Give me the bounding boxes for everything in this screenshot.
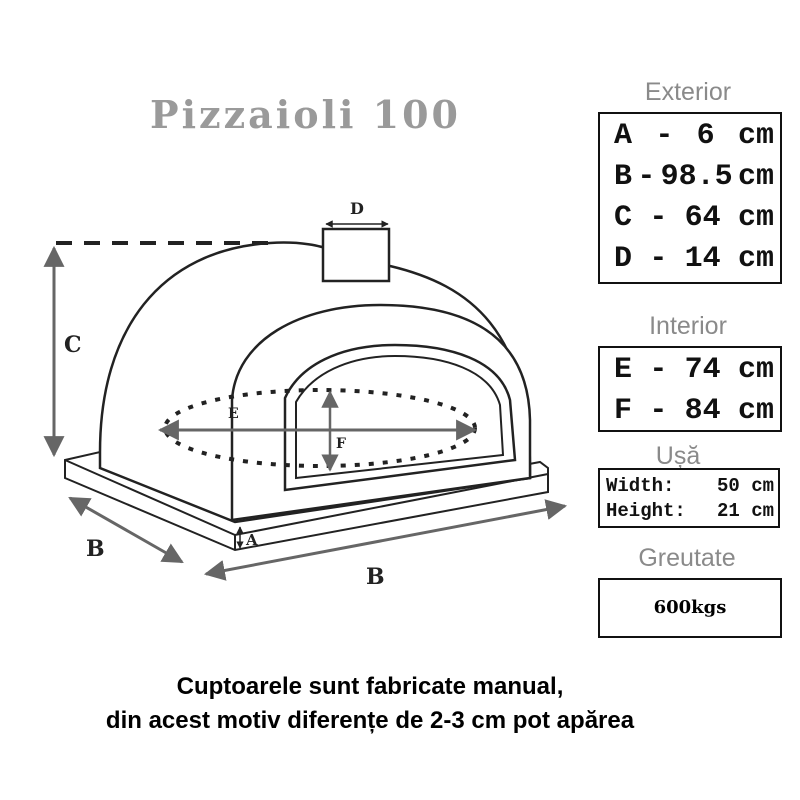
interior-heading: Interior <box>649 312 727 340</box>
weight-value: 600kgs <box>598 578 782 638</box>
door-table: Width: 50 cm Height: 21 cm <box>598 468 780 528</box>
dim-sep: - <box>649 394 668 428</box>
dimension-d-label: D <box>350 199 364 218</box>
dim-key: F <box>614 394 633 428</box>
dim-sep: - <box>655 119 674 153</box>
dim-sep: - <box>649 201 668 235</box>
dim-value: 98.5 <box>660 160 733 194</box>
interior-row-f: F - 84 cm <box>600 391 780 432</box>
dim-sep: - <box>649 242 668 276</box>
door-value: 50 cm <box>716 475 774 497</box>
dim-key: C <box>614 201 633 235</box>
oven-title: Pizzaioli 100 <box>150 92 461 137</box>
dim-key: A <box>614 119 633 153</box>
dimension-f-label: F <box>336 436 346 452</box>
dim-value: 6 <box>696 119 715 153</box>
exterior-row-d: D - 14 cm <box>600 239 780 280</box>
exterior-row-b: B - 98.5 cm <box>600 157 780 198</box>
dimension-b-depth-arrow <box>68 496 184 564</box>
door-row-height: Height: 21 cm <box>600 499 778 524</box>
dimension-a-label: A <box>245 531 258 549</box>
dimension-b-width-label: B <box>366 564 385 590</box>
exterior-row-c: C - 64 cm <box>600 198 780 239</box>
dimension-b-width-arrow <box>203 499 568 581</box>
dim-unit: cm <box>737 353 774 387</box>
dim-key: B <box>614 160 633 194</box>
dim-key: E <box>614 353 633 387</box>
dim-unit: cm <box>737 119 774 153</box>
dimension-b-depth-label: B <box>86 536 105 562</box>
dim-unit: cm <box>737 201 774 235</box>
weight-heading: Greutate <box>638 544 736 572</box>
dim-value: 74 <box>684 353 721 387</box>
dim-value: 14 <box>684 242 721 276</box>
dim-value: 64 <box>684 201 721 235</box>
door-key: Height: <box>606 500 686 522</box>
dim-unit: cm <box>737 394 774 428</box>
door-value: 21 cm <box>716 500 774 522</box>
exterior-row-a: A - 6 cm <box>600 116 780 157</box>
interior-row-e: E - 74 cm <box>600 350 780 391</box>
dim-sep: - <box>649 353 668 387</box>
dim-key: D <box>614 242 633 276</box>
exterior-heading: Exterior <box>644 78 732 106</box>
door-row-width: Width: 50 cm <box>600 474 778 499</box>
exterior-table: A - 6 cm B - 98.5 cm C - 64 cm D - 14 cm <box>598 112 782 284</box>
dimension-c-label: C <box>64 332 82 358</box>
door-heading: Ușă <box>655 442 701 470</box>
chimney <box>321 227 391 283</box>
dim-unit: cm <box>737 160 774 194</box>
manufacturing-note-line1: Cuptoarele sunt fabricate manual, <box>176 673 564 700</box>
door-key: Width: <box>606 475 675 497</box>
manufacturing-note-line2: din acest motiv diferențe de 2-3 cm pot … <box>105 707 635 734</box>
dim-sep: - <box>637 160 656 194</box>
interior-table: E - 74 cm F - 84 cm <box>598 346 782 432</box>
dim-value: 84 <box>684 394 721 428</box>
oven-diagram: E F C D A B B <box>43 199 568 590</box>
dim-unit: cm <box>737 242 774 276</box>
dimension-e-label: E <box>228 406 239 422</box>
